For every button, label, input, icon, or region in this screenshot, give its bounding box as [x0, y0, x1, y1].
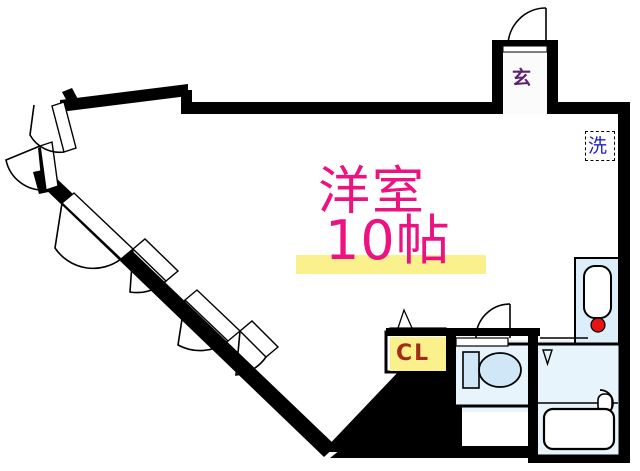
bathtub [542, 407, 616, 451]
window-openings-northwest [39, 101, 77, 191]
window-openings-southwest [60, 192, 280, 358]
toilet-tank [462, 351, 480, 389]
toilet-bowl [478, 352, 522, 388]
genkan-entry-door [507, 7, 547, 47]
toilet-room [448, 337, 536, 408]
gas-burner [590, 317, 606, 333]
genkan-area [502, 45, 548, 114]
kitchen-sink [583, 265, 612, 319]
bathroom [532, 342, 622, 458]
window-swing-arcs-southwest [54, 202, 267, 376]
closet-rod-mark [397, 308, 413, 329]
window-swing-arcs-northwest [5, 104, 65, 191]
kitchen-counter [574, 257, 620, 351]
bathroom-vent-mark [542, 349, 553, 367]
wall-closet-toilet [446, 332, 456, 410]
wall-north-of-service [386, 328, 540, 336]
wall-toilet-bath [528, 332, 538, 462]
